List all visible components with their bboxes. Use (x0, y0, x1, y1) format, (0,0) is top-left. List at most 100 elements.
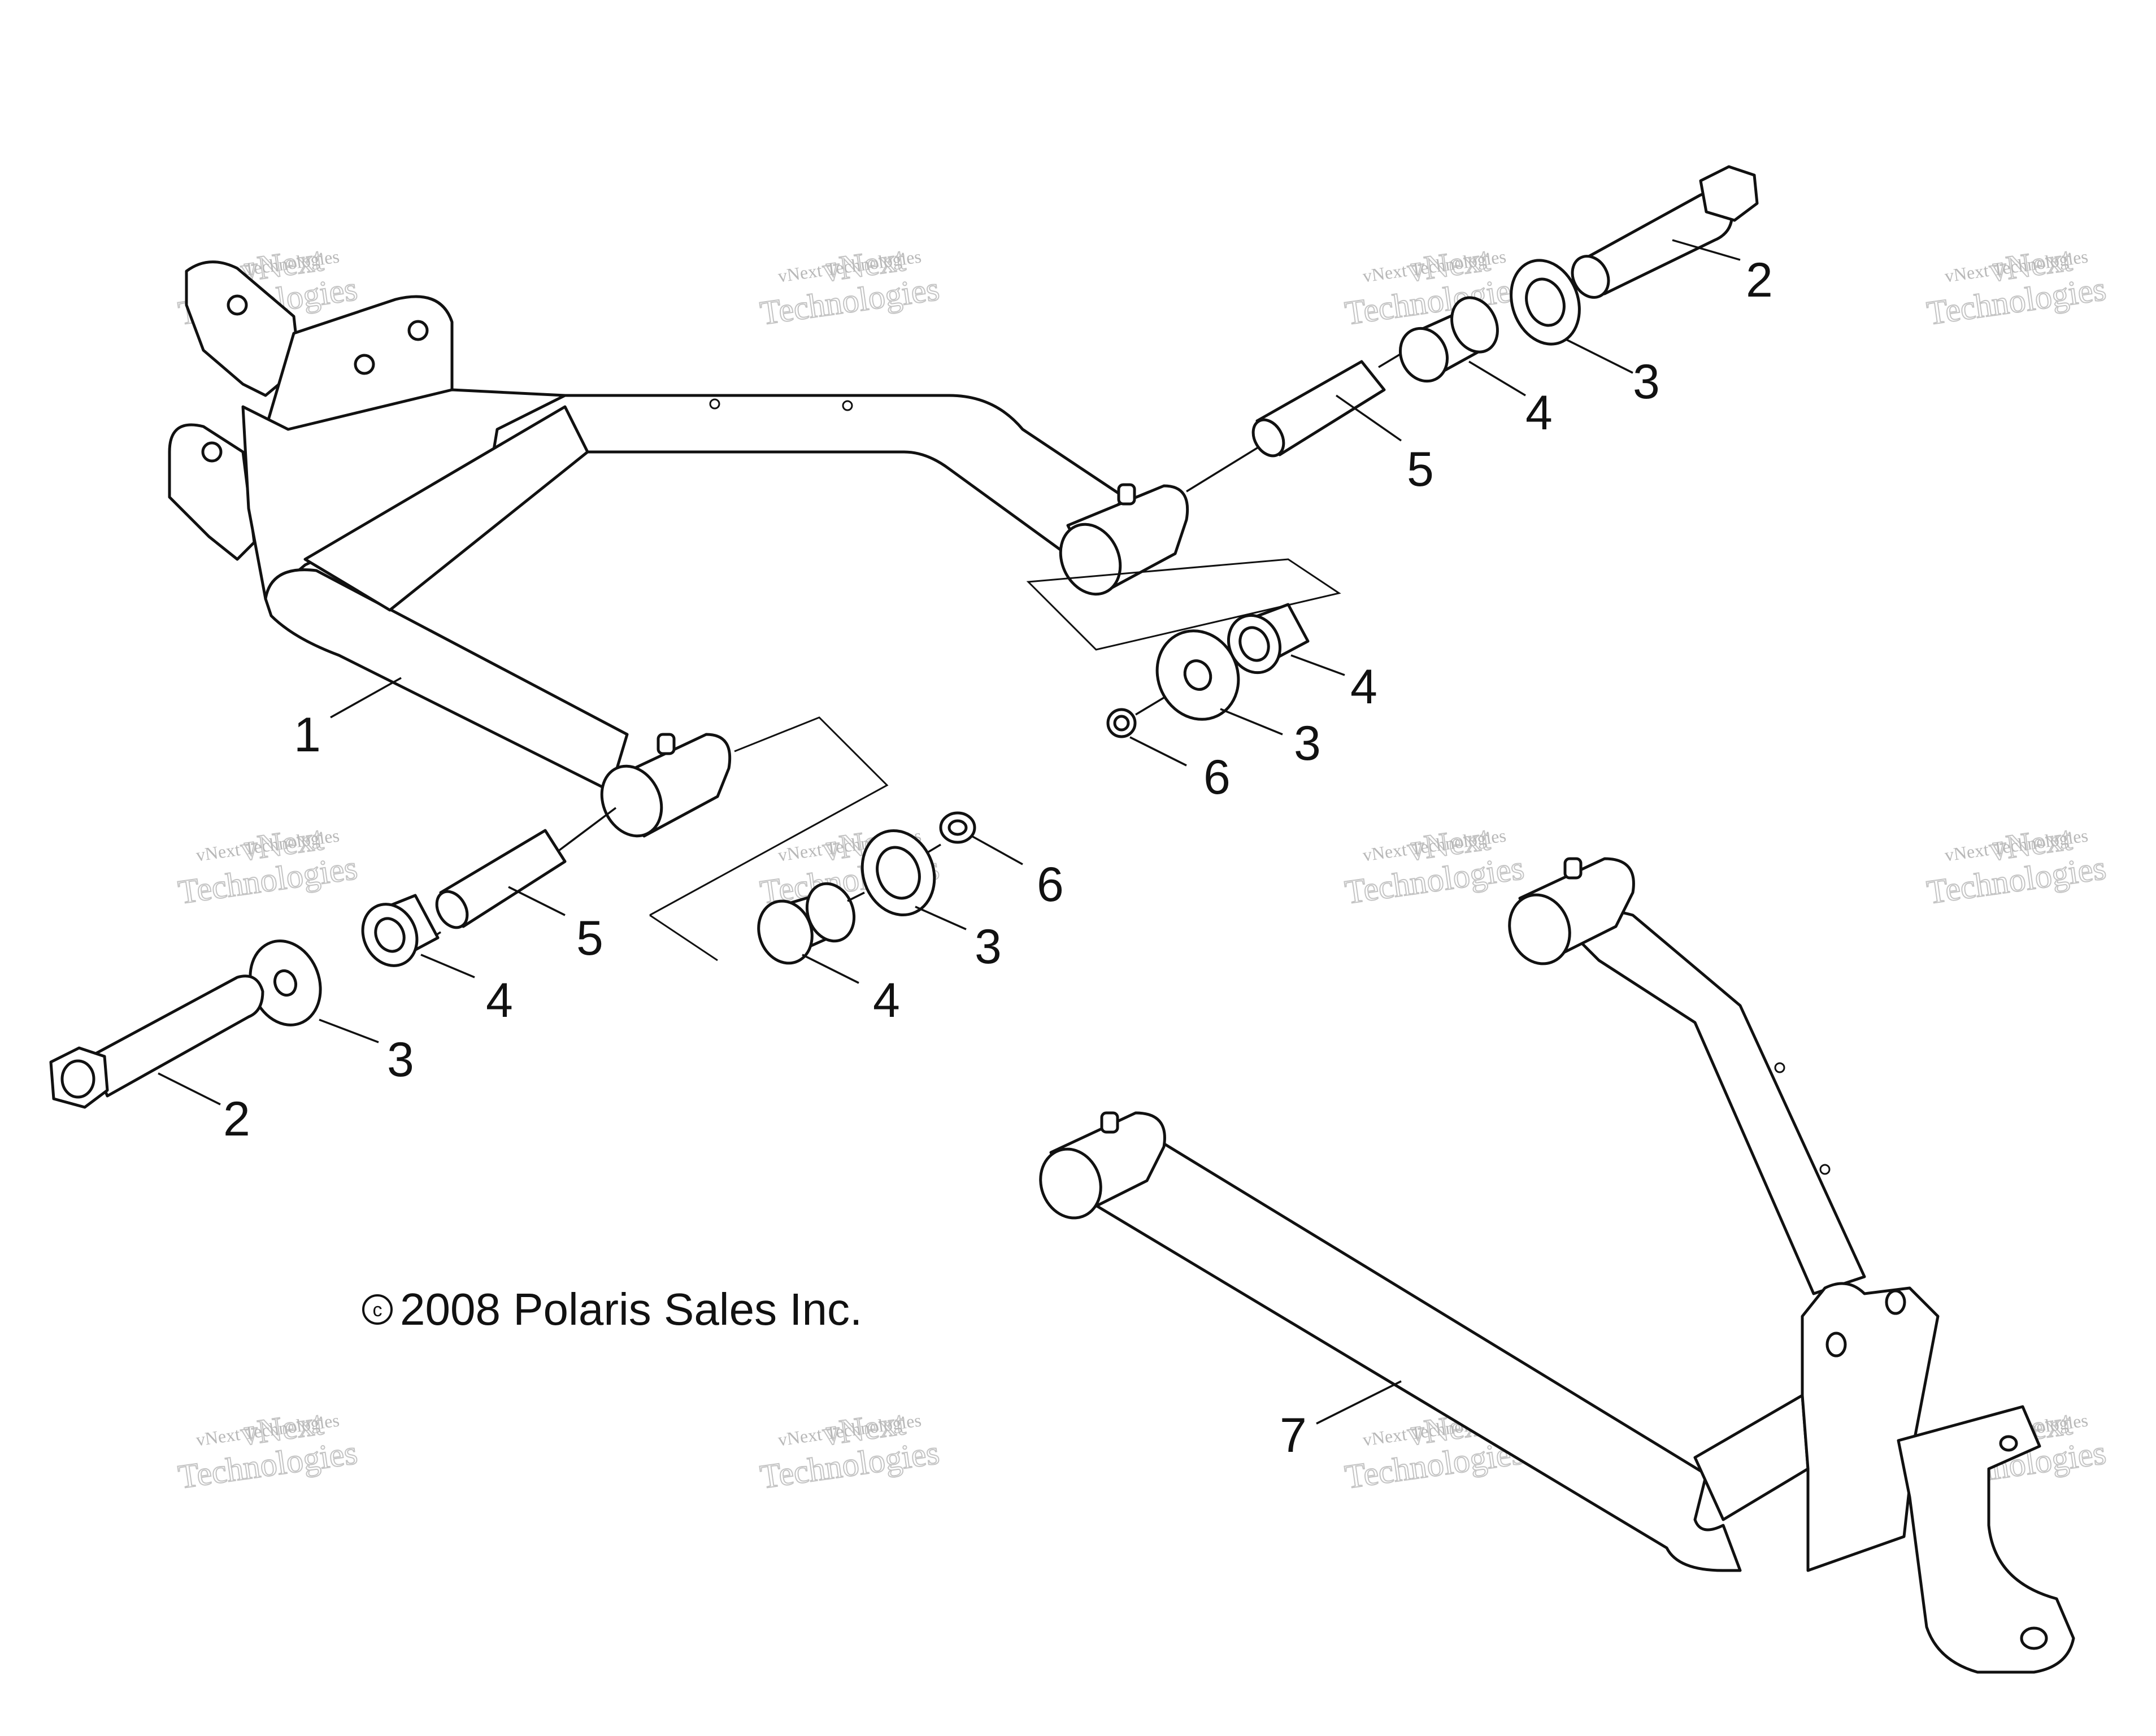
flanged-bushing-bore (1398, 327, 1449, 383)
bracket-hole (1999, 1435, 2018, 1452)
leader-3d (915, 906, 967, 930)
assembly-grouping-bracket (1026, 558, 1341, 651)
washer-hole (1525, 277, 1566, 327)
watermark: vNext vNext Technologies Technologies (1342, 240, 1527, 333)
watermark: vNext vNext Technologies Technologies (757, 240, 942, 333)
lower-mid-hardware (757, 811, 976, 965)
callout-4: 4 (1350, 660, 1377, 714)
leader-2a (1672, 239, 1741, 261)
bolt-head (1699, 165, 1759, 222)
upper-a-arm (168, 260, 1189, 838)
cap-inner (1113, 715, 1130, 732)
callout-6: 6 (1203, 750, 1231, 804)
bracket-hole (407, 320, 429, 341)
assembly-grouping-bracket (649, 716, 889, 916)
bolt-head-face (60, 1059, 95, 1099)
a-arm-rear-tube (490, 394, 1126, 561)
callout-4: 4 (486, 973, 513, 1028)
callout-3: 3 (975, 920, 1002, 974)
lower-a-arm-rear-tube (1558, 909, 1866, 1295)
bracket-hole (1885, 1289, 1906, 1315)
flanged-bushing-bore (1238, 626, 1270, 662)
callout-4: 4 (873, 973, 900, 1028)
upper-pivot-bore (1508, 893, 1571, 965)
bolt-tip (1571, 255, 1610, 299)
hex-bolt (89, 974, 264, 1098)
watermark: vNext vNext Technologies Technologies (1342, 819, 1527, 912)
flanged-bushing-bore (374, 917, 406, 953)
axis-line (1186, 445, 1260, 493)
watermark: vNext vNext Technologies Technologies (1924, 240, 2109, 333)
copyright-text: 2008 Polaris Sales Inc. (400, 1284, 862, 1334)
leader-2b (158, 1072, 221, 1106)
leader-3b (1220, 708, 1283, 736)
grease-fitting (1100, 1111, 1119, 1134)
copyright-circle-icon (362, 1294, 393, 1325)
leader-5a (1336, 394, 1402, 442)
axis-line (847, 891, 865, 902)
washer-hole (273, 969, 298, 997)
grease-fitting (657, 733, 676, 755)
lower-pivot-bore (1039, 1147, 1102, 1220)
bracket-hole (227, 294, 248, 316)
lower-a-arm-front-tube (1072, 1128, 1742, 1572)
bracket-hole (1825, 1332, 1847, 1358)
cap-inner (947, 819, 968, 836)
tube-hole (1774, 1062, 1785, 1073)
axis-line (926, 843, 941, 854)
watermark: vNext vNext Technologies Technologies (1924, 819, 2109, 912)
leader-5b (508, 886, 566, 916)
leader-4d (802, 954, 859, 984)
lower-a-arm (1039, 857, 2075, 1674)
lower-a-arm-mount-plate (1897, 1405, 2075, 1674)
grease-fitting (1117, 483, 1136, 506)
upper-right-mid-hardware (1106, 603, 1310, 738)
callout-1: 1 (294, 708, 321, 762)
leader-4a (1468, 360, 1526, 397)
bracket-hole (201, 441, 223, 463)
copyright-symbol: c (373, 1299, 382, 1321)
callout-5: 5 (576, 911, 603, 965)
leader-4b (1290, 654, 1345, 676)
bracket-hole (354, 354, 375, 375)
assembly-grouping-bracket (649, 914, 718, 961)
flanged-bushing-flange (1450, 296, 1499, 354)
tube-hole (709, 398, 720, 410)
grease-fitting (1563, 857, 1583, 880)
callout-3: 3 (387, 1033, 414, 1087)
leader-4c (420, 954, 475, 978)
callout-2: 2 (1746, 253, 1773, 307)
callout-4: 4 (1525, 386, 1553, 440)
leader-6b (971, 835, 1023, 865)
bracket-hole (2020, 1626, 2048, 1650)
leader-1 (330, 677, 402, 719)
leader-7 (1316, 1380, 1402, 1425)
leader-3a (1564, 338, 1633, 374)
rear-pivot-bore (1059, 523, 1122, 596)
washer-hole (876, 846, 921, 900)
front-pivot-bore (600, 764, 663, 838)
callout-2: 2 (223, 1092, 250, 1146)
lower-a-arm-gusset (1693, 1394, 1810, 1521)
callout-labels: 1 2 3 4 5 4 3 6 2 3 4 5 4 3 6 7 (223, 253, 1773, 1463)
a-arm-brace (303, 405, 589, 612)
watermark: vNext vNext Technologies Technologies (175, 1404, 360, 1496)
bushing-end (1251, 418, 1285, 458)
bushing-end (435, 890, 469, 929)
axis-line (1135, 697, 1164, 716)
watermark: vNext vNext Technologies Technologies (757, 1404, 942, 1496)
tube-hole (1819, 1164, 1831, 1175)
watermark: vNext vNext Technologies Technologies (175, 819, 360, 912)
washer-hole (1183, 659, 1212, 691)
tube-hole (842, 400, 853, 411)
leader-lines (158, 239, 1741, 1425)
leader-6a (1129, 736, 1187, 767)
leader-3c (319, 1019, 379, 1043)
callout-3: 3 (1633, 355, 1660, 409)
callout-7: 7 (1280, 1408, 1307, 1463)
callout-3: 3 (1294, 716, 1321, 771)
a-arm-bracket-lower-plate (168, 423, 256, 561)
upper-rear-hardware (1186, 165, 1759, 493)
axis-line (558, 807, 617, 851)
